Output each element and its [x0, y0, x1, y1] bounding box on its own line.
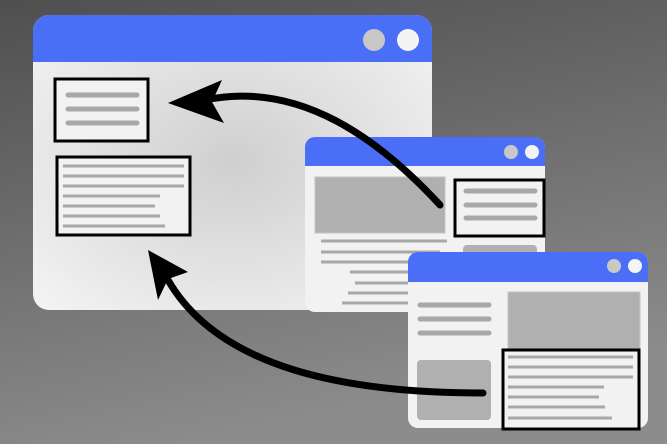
titlebar: [33, 15, 432, 62]
source-box-2: [501, 348, 641, 431]
source-window-2: [408, 252, 648, 431]
window-dot-gray: [363, 29, 385, 51]
window-dot-white: [397, 29, 419, 51]
target-box-2: [55, 155, 192, 237]
arrow-icon: [148, 250, 487, 397]
source-box-1: [453, 178, 546, 238]
arrow-icon: [168, 80, 444, 209]
target-box-1: [53, 77, 150, 143]
